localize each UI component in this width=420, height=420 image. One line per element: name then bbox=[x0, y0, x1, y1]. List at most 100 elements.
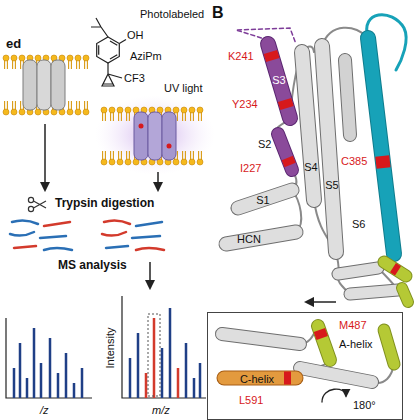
hcn-helix bbox=[226, 232, 296, 244]
residue-band bbox=[284, 372, 291, 385]
helix bbox=[222, 334, 300, 344]
helix-label: A-helix bbox=[339, 338, 373, 351]
helix-label: S1 bbox=[256, 193, 269, 206]
condition-label: Photolabeled bbox=[140, 8, 204, 21]
helix-label: S6 bbox=[352, 218, 365, 231]
lipid bbox=[125, 107, 131, 121]
lipid-layer bbox=[3, 55, 89, 115]
lipid bbox=[181, 107, 187, 121]
residue-band bbox=[270, 52, 272, 60]
inset-cartoon bbox=[222, 326, 394, 402]
rotation-label: 180° bbox=[353, 399, 376, 412]
residue-label: I227 bbox=[240, 162, 261, 175]
lipid bbox=[3, 55, 9, 69]
axis-label: /z bbox=[40, 404, 49, 417]
helix-outline bbox=[345, 60, 350, 135]
residue-label: K241 bbox=[228, 50, 254, 63]
compound-name: AziPm bbox=[130, 50, 162, 63]
lipid bbox=[189, 107, 195, 121]
atom-label: OH bbox=[127, 29, 144, 42]
axis-label: Intensity bbox=[104, 328, 117, 369]
helix-outline bbox=[300, 368, 372, 382]
label-site bbox=[167, 144, 172, 149]
helix bbox=[345, 60, 350, 135]
helix-outline bbox=[224, 371, 296, 386]
lipid bbox=[67, 101, 73, 115]
lipid bbox=[11, 55, 17, 69]
scissors-icon bbox=[28, 197, 46, 211]
loop bbox=[296, 326, 394, 383]
helix-outline bbox=[384, 262, 406, 276]
mass-spectrum bbox=[122, 296, 206, 398]
lipid bbox=[181, 151, 187, 165]
s2-helix bbox=[278, 134, 292, 170]
lipid bbox=[125, 151, 131, 165]
uv-glow bbox=[95, 95, 215, 175]
helix bbox=[350, 290, 398, 294]
a-helix bbox=[318, 326, 330, 360]
residue-band bbox=[382, 156, 383, 168]
helix-outline bbox=[318, 326, 330, 360]
helix-label: S4 bbox=[304, 161, 317, 174]
helix-outline bbox=[368, 38, 394, 254]
helix-outline bbox=[350, 290, 398, 294]
residue-label: L591 bbox=[239, 394, 263, 407]
helix-outline bbox=[222, 334, 300, 344]
trifluoromethyl-bond bbox=[108, 74, 122, 78]
helix-outline bbox=[384, 330, 394, 364]
azipm-structure bbox=[91, 18, 126, 86]
hydroxyl-bond bbox=[119, 40, 126, 44]
lipid bbox=[101, 107, 107, 121]
label-site bbox=[139, 124, 144, 129]
c-helix-top bbox=[402, 288, 408, 302]
atom-label: CF3 bbox=[124, 72, 145, 85]
lipid bbox=[3, 101, 9, 115]
helix-outline bbox=[226, 232, 296, 244]
peak-bars bbox=[14, 328, 82, 398]
helix-outline bbox=[278, 134, 292, 170]
s1-helix bbox=[238, 190, 292, 208]
lipid bbox=[189, 151, 195, 165]
helix bbox=[338, 268, 378, 274]
lipid bbox=[109, 151, 115, 165]
flow-arrow bbox=[44, 124, 46, 190]
channel-cylinder bbox=[134, 112, 148, 160]
channel-cylinder bbox=[51, 60, 65, 110]
panel-heading: ed bbox=[6, 36, 21, 51]
helix-label: S5 bbox=[325, 179, 338, 192]
peak-bars bbox=[130, 308, 200, 398]
helix-label: S2 bbox=[258, 138, 271, 151]
residue-band bbox=[285, 100, 287, 108]
channel-cylinder bbox=[162, 112, 176, 160]
channel-cylinder bbox=[37, 60, 51, 110]
s3-helix bbox=[268, 44, 290, 118]
residue-band bbox=[393, 268, 398, 271]
lipid bbox=[75, 101, 81, 115]
axis bbox=[6, 318, 92, 398]
residue-label: C385 bbox=[341, 155, 367, 168]
isopropyl-group bbox=[91, 18, 108, 37]
helix-label: C-helix bbox=[240, 373, 274, 386]
helix-outline bbox=[302, 52, 314, 200]
channel-cylinder bbox=[148, 112, 162, 160]
labeled-peak-bars bbox=[146, 318, 178, 398]
lipid bbox=[117, 151, 123, 165]
benzene-ring bbox=[97, 37, 120, 63]
lipid bbox=[109, 107, 115, 121]
lipid bbox=[117, 107, 123, 121]
residue-band bbox=[319, 330, 322, 338]
lipid bbox=[67, 55, 73, 69]
lipid bbox=[101, 151, 107, 165]
lipid bbox=[75, 55, 81, 69]
axis-label: m/z bbox=[152, 404, 170, 417]
lipid-layer bbox=[101, 107, 203, 165]
helix-label: S3 bbox=[272, 74, 285, 87]
a-helix bbox=[384, 262, 406, 276]
helix-outline bbox=[238, 190, 292, 208]
hcn-protein-cartoon bbox=[226, 15, 406, 274]
lipid bbox=[197, 107, 203, 121]
double-bonds bbox=[99, 41, 118, 59]
helix-outline bbox=[322, 46, 336, 252]
helix bbox=[302, 52, 314, 200]
